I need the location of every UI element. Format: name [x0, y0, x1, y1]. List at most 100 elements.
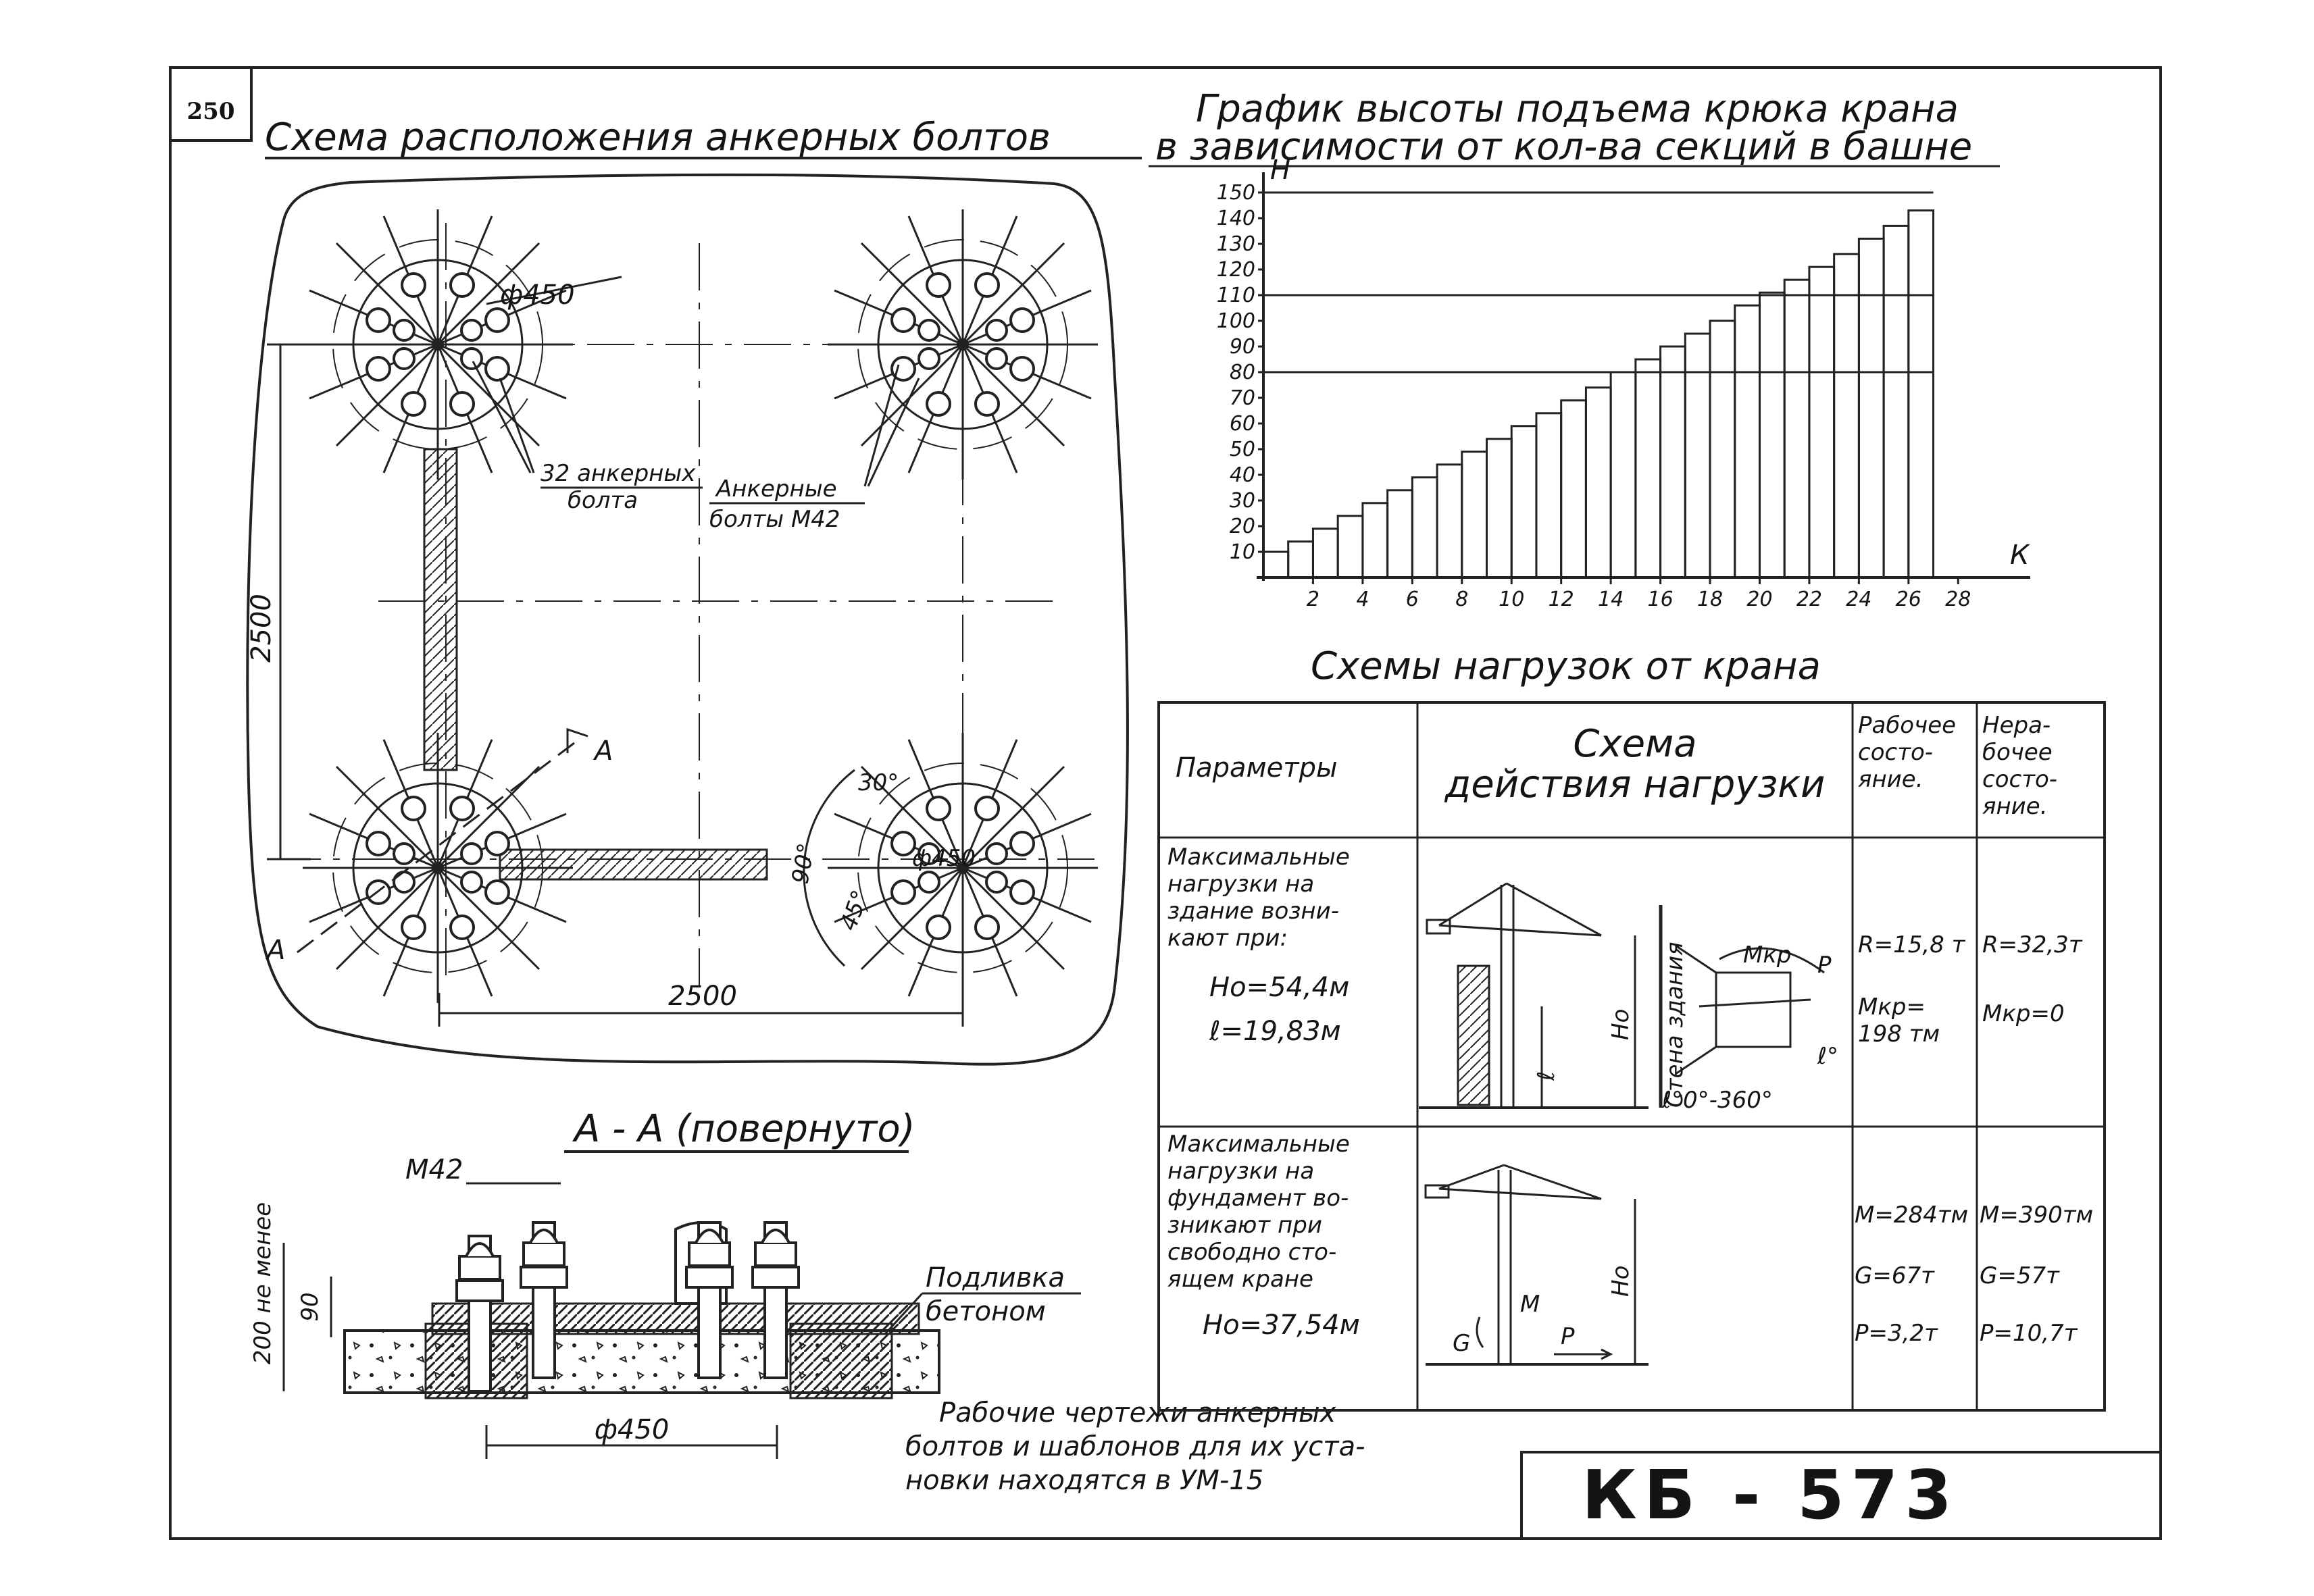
chart-y-tick-label: 30: [1230, 489, 1255, 513]
chart-step-bar: [1609, 371, 1637, 579]
chart-x-tick-label: 2: [1307, 588, 1319, 611]
chart-title-line2: в зависимости от кол-ва секций в башне: [1155, 125, 1972, 169]
page-number-box: [169, 66, 253, 142]
row1-label-l: ℓ: [1533, 1071, 1560, 1081]
chart-x-tick-label: 16: [1647, 588, 1673, 611]
chart-y-tick-label: 10: [1230, 540, 1255, 564]
chart-step-bar: [1857, 237, 1885, 579]
load-table-title: Схемы нагрузок от крана: [1311, 644, 1821, 688]
bottom-note-line2: болтов и шаблонов для их уста-: [905, 1431, 1365, 1462]
chart-step-bar: [1311, 527, 1339, 579]
chart-x-tick-label: 10: [1499, 588, 1524, 611]
bottom-note-line3: новки находятся в УМ-15: [905, 1465, 1263, 1496]
chart-step-bar: [1386, 489, 1413, 579]
header-params: Параметры: [1176, 752, 1338, 783]
chart-step-bar: [1510, 425, 1538, 579]
chart-x-tick-label: 24: [1846, 588, 1871, 611]
chart-step-bar: [1758, 291, 1786, 579]
row2-desc-5: свободно сто-: [1167, 1239, 1336, 1266]
row2-label-p: Р: [1561, 1323, 1575, 1350]
chart-step-bar: [1336, 515, 1364, 579]
chart-step-bar: [1882, 224, 1910, 579]
chart-x-tick-label: 28: [1945, 588, 1971, 611]
section-bolt-label: М42: [405, 1154, 463, 1185]
row1-h0: Но=54,4м: [1209, 972, 1349, 1003]
angle-30-label: 30°: [858, 769, 899, 796]
section-marker-top: А: [593, 736, 613, 767]
chart-title-line1: График высоты подъема крюка крана: [1196, 87, 1959, 131]
chart-x-axis-label: К: [2010, 540, 2030, 571]
note-32-bolts-line2: болта: [568, 487, 638, 514]
section-marker-bottom: А: [265, 935, 285, 966]
chart-step-bar: [1808, 265, 1836, 579]
note-bolts-m42-line1: Анкерные: [715, 475, 837, 503]
load-scheme-table: Схемы нагрузок от крана Параметры Схема …: [1157, 644, 2106, 1412]
dim-vertical: 2500: [246, 594, 277, 663]
row1-label-alpha: ℓ°: [1817, 1043, 1838, 1070]
row2-desc-6: ящем кране: [1167, 1266, 1313, 1293]
row2-label-m: М: [1520, 1291, 1540, 1318]
row1-desc-1: Максимальные: [1167, 844, 1350, 871]
chart-y-tick-label: 90: [1230, 335, 1255, 359]
chart-y-tick-label: 80: [1230, 361, 1255, 384]
dim-horizontal: 2500: [668, 981, 737, 1012]
grout-note-line2: бетоном: [926, 1296, 1046, 1327]
section-aa-title: А - А (повернуто): [572, 1107, 915, 1151]
row2-idle-g: G=57т: [1980, 1262, 2060, 1289]
bolt-circle-bottom-left: [301, 731, 574, 1004]
bolt-circle-top-right: [826, 208, 1099, 481]
header-scheme-line2: действия нагрузки: [1444, 763, 1826, 806]
chart-y-tick-label: 70: [1230, 386, 1255, 410]
bottom-note-line1: Рабочие чертежи анкерных: [939, 1397, 1336, 1428]
drawing-stamp: КБ - 573: [1582, 1456, 1959, 1535]
chart-y-tick-label: 50: [1230, 438, 1255, 461]
section-dim-90: 90: [297, 1292, 324, 1321]
row2-h0: Но=37,54м: [1203, 1310, 1360, 1341]
page-number: 250: [187, 98, 235, 125]
row2-label-g: G: [1453, 1330, 1470, 1357]
row1-working-r: R=15,8 т: [1858, 931, 1966, 958]
chart-y-tick-label: 120: [1217, 258, 1255, 282]
chart-y-tick-label: 140: [1217, 207, 1255, 230]
row2-desc-3: фундамент во-: [1167, 1185, 1349, 1212]
header-working-3: яние.: [1858, 766, 1923, 793]
chart-step-bar: [1907, 209, 1935, 579]
chart-step-bar: [1287, 540, 1314, 579]
header-scheme-line1: Схема: [1573, 722, 1696, 766]
row2-working-p: Р=3,2т: [1855, 1320, 1938, 1347]
section-aa: А - А (повернуто) М42 200 не менее 90 ф4…: [249, 1107, 1081, 1459]
chart-step-bar: [1684, 332, 1711, 579]
row1-label-wall: Стена здания: [1661, 942, 1688, 1108]
row2-working-g: G=67т: [1855, 1262, 1935, 1289]
row2-idle-m: М=390тм: [1980, 1202, 2093, 1229]
chart-step-bar: [1262, 550, 1290, 579]
chart-y-tick-label: 20: [1230, 515, 1255, 538]
anchor-plan-title: Схема расположения анкерных болтов: [265, 115, 1051, 159]
chart-x-tick-label: 8: [1455, 588, 1468, 611]
note-bolts-m42-line2: болты М42: [709, 506, 840, 533]
chart-step-bar: [1535, 412, 1563, 579]
chart-step-bar: [1560, 399, 1587, 579]
cable-channel-vertical: [423, 448, 458, 771]
row2-crane-sketch: [1424, 1164, 1649, 1366]
chart-step-bar: [1461, 451, 1488, 579]
row2-desc-2: нагрузки на: [1167, 1158, 1314, 1185]
row1-idle-r: R=32,3т: [1982, 931, 2083, 958]
bolt-circle-top-left: [301, 208, 574, 481]
small-circle-diameter-label: ф450: [912, 845, 976, 872]
row1-working-mkr: Мкр=: [1858, 994, 1926, 1021]
row2-working-m: М=284тм: [1855, 1202, 1968, 1229]
chart-x-tick-label: 14: [1598, 588, 1624, 611]
chart-step-bar: [1361, 502, 1389, 579]
base-plate: [431, 1302, 920, 1335]
foundation-outline: [246, 173, 1129, 1066]
row1-crane-sketch: [1419, 882, 1825, 1109]
row2-desc-1: Максимальные: [1167, 1131, 1350, 1158]
chart-step-bar: [1659, 345, 1686, 579]
row1-desc-2: нагрузки на: [1167, 871, 1314, 898]
section-dim-bottom: ф450: [595, 1414, 670, 1445]
header-idle-3: состо-: [1982, 766, 2057, 793]
chart-step-bar: [1411, 476, 1438, 579]
